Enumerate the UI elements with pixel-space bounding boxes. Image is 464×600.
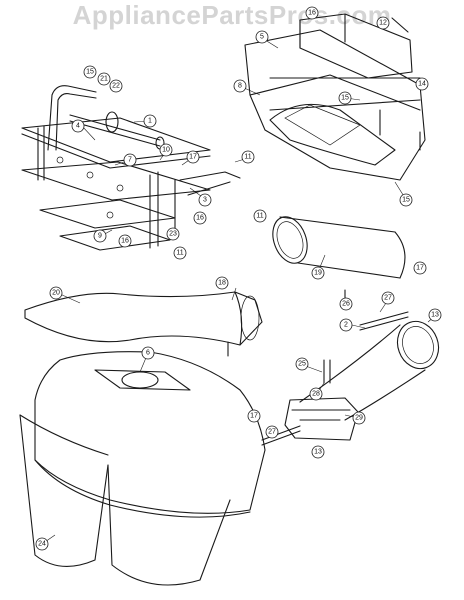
- callout-10: 10: [159, 143, 173, 157]
- svg-text:16: 16: [308, 10, 316, 17]
- svg-text:9: 9: [98, 233, 102, 240]
- callout-15c: 15: [399, 193, 413, 207]
- callout-16c: 16: [305, 6, 319, 20]
- callout-20: 20: [49, 286, 63, 300]
- callout-4: 4: [71, 119, 85, 133]
- callout-21: 21: [97, 72, 111, 86]
- callout-22: 22: [109, 79, 123, 93]
- grass-catcher-bag: [19, 351, 266, 586]
- callout-11b: 11: [173, 246, 187, 260]
- svg-text:1: 1: [148, 118, 152, 125]
- svg-text:22: 22: [112, 83, 120, 90]
- callout-9: 9: [93, 229, 107, 243]
- svg-text:10: 10: [162, 147, 170, 154]
- svg-text:11: 11: [256, 213, 263, 220]
- svg-text:8: 8: [238, 83, 242, 90]
- callout-27b: 27: [265, 425, 279, 439]
- callout-11c: 11: [253, 209, 267, 223]
- svg-text:28: 28: [312, 391, 320, 398]
- callout-16b: 16: [118, 234, 132, 248]
- svg-text:15: 15: [341, 95, 349, 102]
- callout-27a: 27: [381, 291, 395, 305]
- callout-2: 2: [339, 318, 353, 332]
- callout-17b: 17: [413, 261, 427, 275]
- svg-text:23: 23: [169, 231, 177, 238]
- svg-text:17: 17: [416, 265, 424, 272]
- callout-6: 6: [141, 346, 155, 360]
- callout-24: 24: [35, 537, 49, 551]
- callout-17c: 17: [247, 409, 261, 423]
- svg-text:16: 16: [196, 215, 204, 222]
- svg-text:29: 29: [355, 415, 363, 422]
- callout-29: 29: [352, 411, 366, 425]
- callout-15b: 15: [338, 91, 352, 105]
- hardware-pins: [261, 289, 409, 446]
- svg-text:6: 6: [146, 350, 150, 357]
- svg-text:25: 25: [298, 361, 306, 368]
- callout-8: 8: [233, 79, 247, 93]
- svg-text:13: 13: [314, 449, 322, 456]
- callout-26: 26: [339, 297, 353, 311]
- callout-23: 23: [166, 227, 180, 241]
- svg-text:17: 17: [250, 413, 258, 420]
- svg-text:7: 7: [128, 157, 132, 164]
- callout-15a: 15: [83, 65, 97, 79]
- callout-19: 19: [311, 266, 325, 280]
- svg-text:13: 13: [431, 312, 439, 319]
- callout-13a: 13: [428, 308, 442, 322]
- elbow-chute: [284, 320, 440, 441]
- svg-text:26: 26: [342, 301, 350, 308]
- discharge-tube: [272, 216, 406, 279]
- svg-text:3: 3: [203, 197, 207, 204]
- svg-text:11: 11: [176, 250, 183, 257]
- callout-5: 5: [255, 30, 269, 44]
- svg-text:21: 21: [100, 76, 108, 83]
- callout-12: 12: [376, 16, 390, 30]
- callout-1: 1: [143, 114, 157, 128]
- svg-text:27: 27: [268, 429, 276, 436]
- callout-13b: 13: [311, 445, 325, 459]
- svg-text:24: 24: [38, 541, 46, 548]
- svg-text:2: 2: [344, 322, 348, 329]
- callout-28: 28: [309, 387, 323, 401]
- svg-text:12: 12: [379, 20, 387, 27]
- callout-16a: 16: [193, 211, 207, 225]
- long-chute: [24, 291, 263, 357]
- callout-11a: 11: [241, 150, 255, 164]
- svg-text:20: 20: [52, 290, 60, 297]
- callout-3: 3: [198, 193, 212, 207]
- svg-text:16: 16: [121, 238, 129, 245]
- svg-text:27: 27: [384, 295, 392, 302]
- svg-text:15: 15: [402, 197, 410, 204]
- svg-text:11: 11: [244, 154, 251, 161]
- callout-14: 14: [415, 77, 429, 91]
- callout-17a: 17: [186, 150, 200, 164]
- leader-lines: [41, 37, 436, 545]
- svg-text:18: 18: [218, 280, 226, 287]
- svg-text:15: 15: [86, 69, 94, 76]
- svg-text:14: 14: [418, 81, 426, 88]
- mounting-bracket-frame: [21, 85, 241, 251]
- svg-text:17: 17: [189, 154, 197, 161]
- callout-25: 25: [295, 357, 309, 371]
- callout-7: 7: [123, 153, 137, 167]
- callout-18: 18: [215, 276, 229, 290]
- svg-text:4: 4: [76, 123, 80, 130]
- svg-text:19: 19: [314, 270, 322, 277]
- svg-text:5: 5: [260, 34, 264, 41]
- chute-mounting-plate: [244, 13, 426, 181]
